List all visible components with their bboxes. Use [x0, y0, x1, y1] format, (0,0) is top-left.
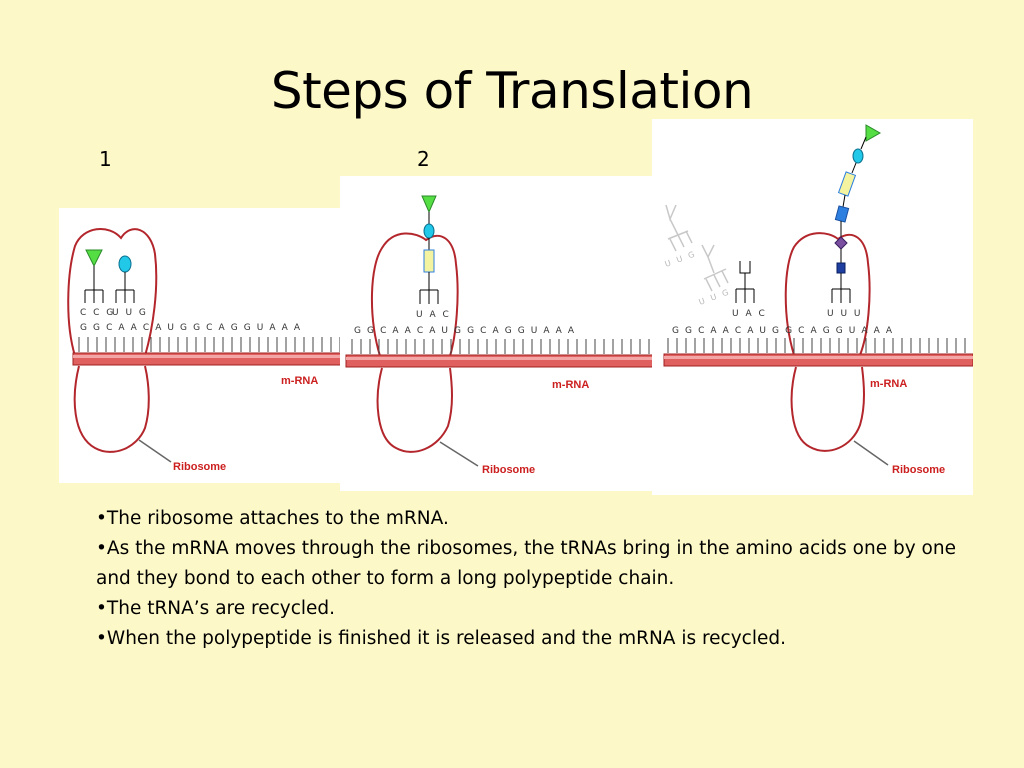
anticodon-label: U U G — [112, 308, 148, 318]
step-3-diagram: U U G U U G U A — [652, 119, 973, 495]
ribosome-bottom-lobe — [73, 365, 150, 453]
ribosome-bottom-lobe — [376, 367, 453, 453]
step-2-svg: U A C G G C A A C A U G G C A G G U A A … — [345, 195, 662, 476]
amino-acid-oval — [423, 223, 435, 239]
released-trna-label: U U G — [664, 249, 698, 269]
amino-acid-blue — [834, 205, 850, 223]
trna-2 — [115, 255, 135, 303]
anticodon-label: U A C — [732, 309, 767, 319]
anticodon-label: C C G — [80, 308, 115, 318]
ribosome-leader-line — [853, 440, 889, 466]
mrna-strand — [72, 352, 350, 366]
ribosome-label: Ribosome — [892, 464, 945, 476]
step-1-svg: C C G U U G G G C A A C A U G G C A G G … — [67, 227, 350, 473]
ribosome-leader-line — [439, 441, 479, 467]
slide-title: Steps of Translation — [270, 62, 754, 120]
mrna-sequence: G G C A A C A U G G C A G G U A A A — [80, 323, 302, 333]
amino-acid-rect — [837, 171, 857, 197]
bullet-item: •When the polypeptide is finished it is … — [96, 628, 786, 649]
bullet-list: •The ribosome attaches to the mRNA. •As … — [96, 504, 956, 654]
ribosome-top-lobe — [67, 227, 158, 357]
mrna-label: m-RNA — [870, 378, 907, 390]
step-number-2: 2 — [417, 147, 430, 171]
released-trna-1 — [665, 204, 693, 252]
bullet-item: •The tRNA’s are recycled. — [96, 598, 336, 619]
mrna-sequence: G G C A A C A U G G C A G G U A A A — [354, 326, 576, 336]
step-2-diagram: U A C G G C A A C A U G G C A G G U A A … — [340, 176, 662, 491]
anticodon-label: U A C — [416, 310, 451, 320]
bullet-item: •As the mRNA moves through the ribosomes… — [96, 538, 956, 589]
released-trna-label: U U G — [698, 287, 732, 307]
amino-acid-triangle — [85, 249, 103, 268]
trna-1 — [419, 195, 439, 304]
amino-acid-navy — [836, 262, 846, 274]
amino-acid-oval — [852, 148, 864, 164]
mrna-ticks — [78, 337, 341, 352]
step-number-1: 1 — [99, 147, 112, 171]
mrna-strand — [345, 354, 662, 368]
anticodon-label: U U U — [827, 309, 862, 319]
mrna-ticks — [351, 339, 650, 354]
mrna-strand — [663, 353, 973, 367]
released-trna-2 — [701, 244, 729, 292]
amino-acid-triangle — [421, 195, 437, 214]
ribosome-bottom-lobe — [790, 366, 865, 452]
trna-1 — [84, 249, 104, 303]
step-3-svg: U U G U U G U A — [663, 124, 973, 476]
mrna-label: m-RNA — [281, 375, 318, 387]
step-1-diagram: C C G U U G G G C A A C A U G G C A G G … — [59, 208, 350, 483]
mrna-label: m-RNA — [552, 379, 589, 391]
ribosome-leader-line — [138, 439, 172, 463]
mrna-sequence: G G C A A C A U G G C A G G U A A A — [672, 326, 894, 336]
amino-acid-triangle — [865, 124, 882, 142]
ribosome-label: Ribosome — [482, 464, 535, 476]
ribosome-top-lobe — [370, 232, 459, 357]
bullet-item: •The ribosome attaches to the mRNA. — [96, 508, 449, 529]
trna-1 — [735, 261, 755, 303]
ribosome-label: Ribosome — [173, 461, 226, 473]
mrna-ticks — [667, 338, 966, 353]
ribosome-top-lobe — [784, 232, 871, 356]
trna-2-polypeptide — [831, 124, 882, 303]
amino-acid-rect — [423, 249, 435, 273]
amino-acid-oval — [118, 255, 132, 273]
